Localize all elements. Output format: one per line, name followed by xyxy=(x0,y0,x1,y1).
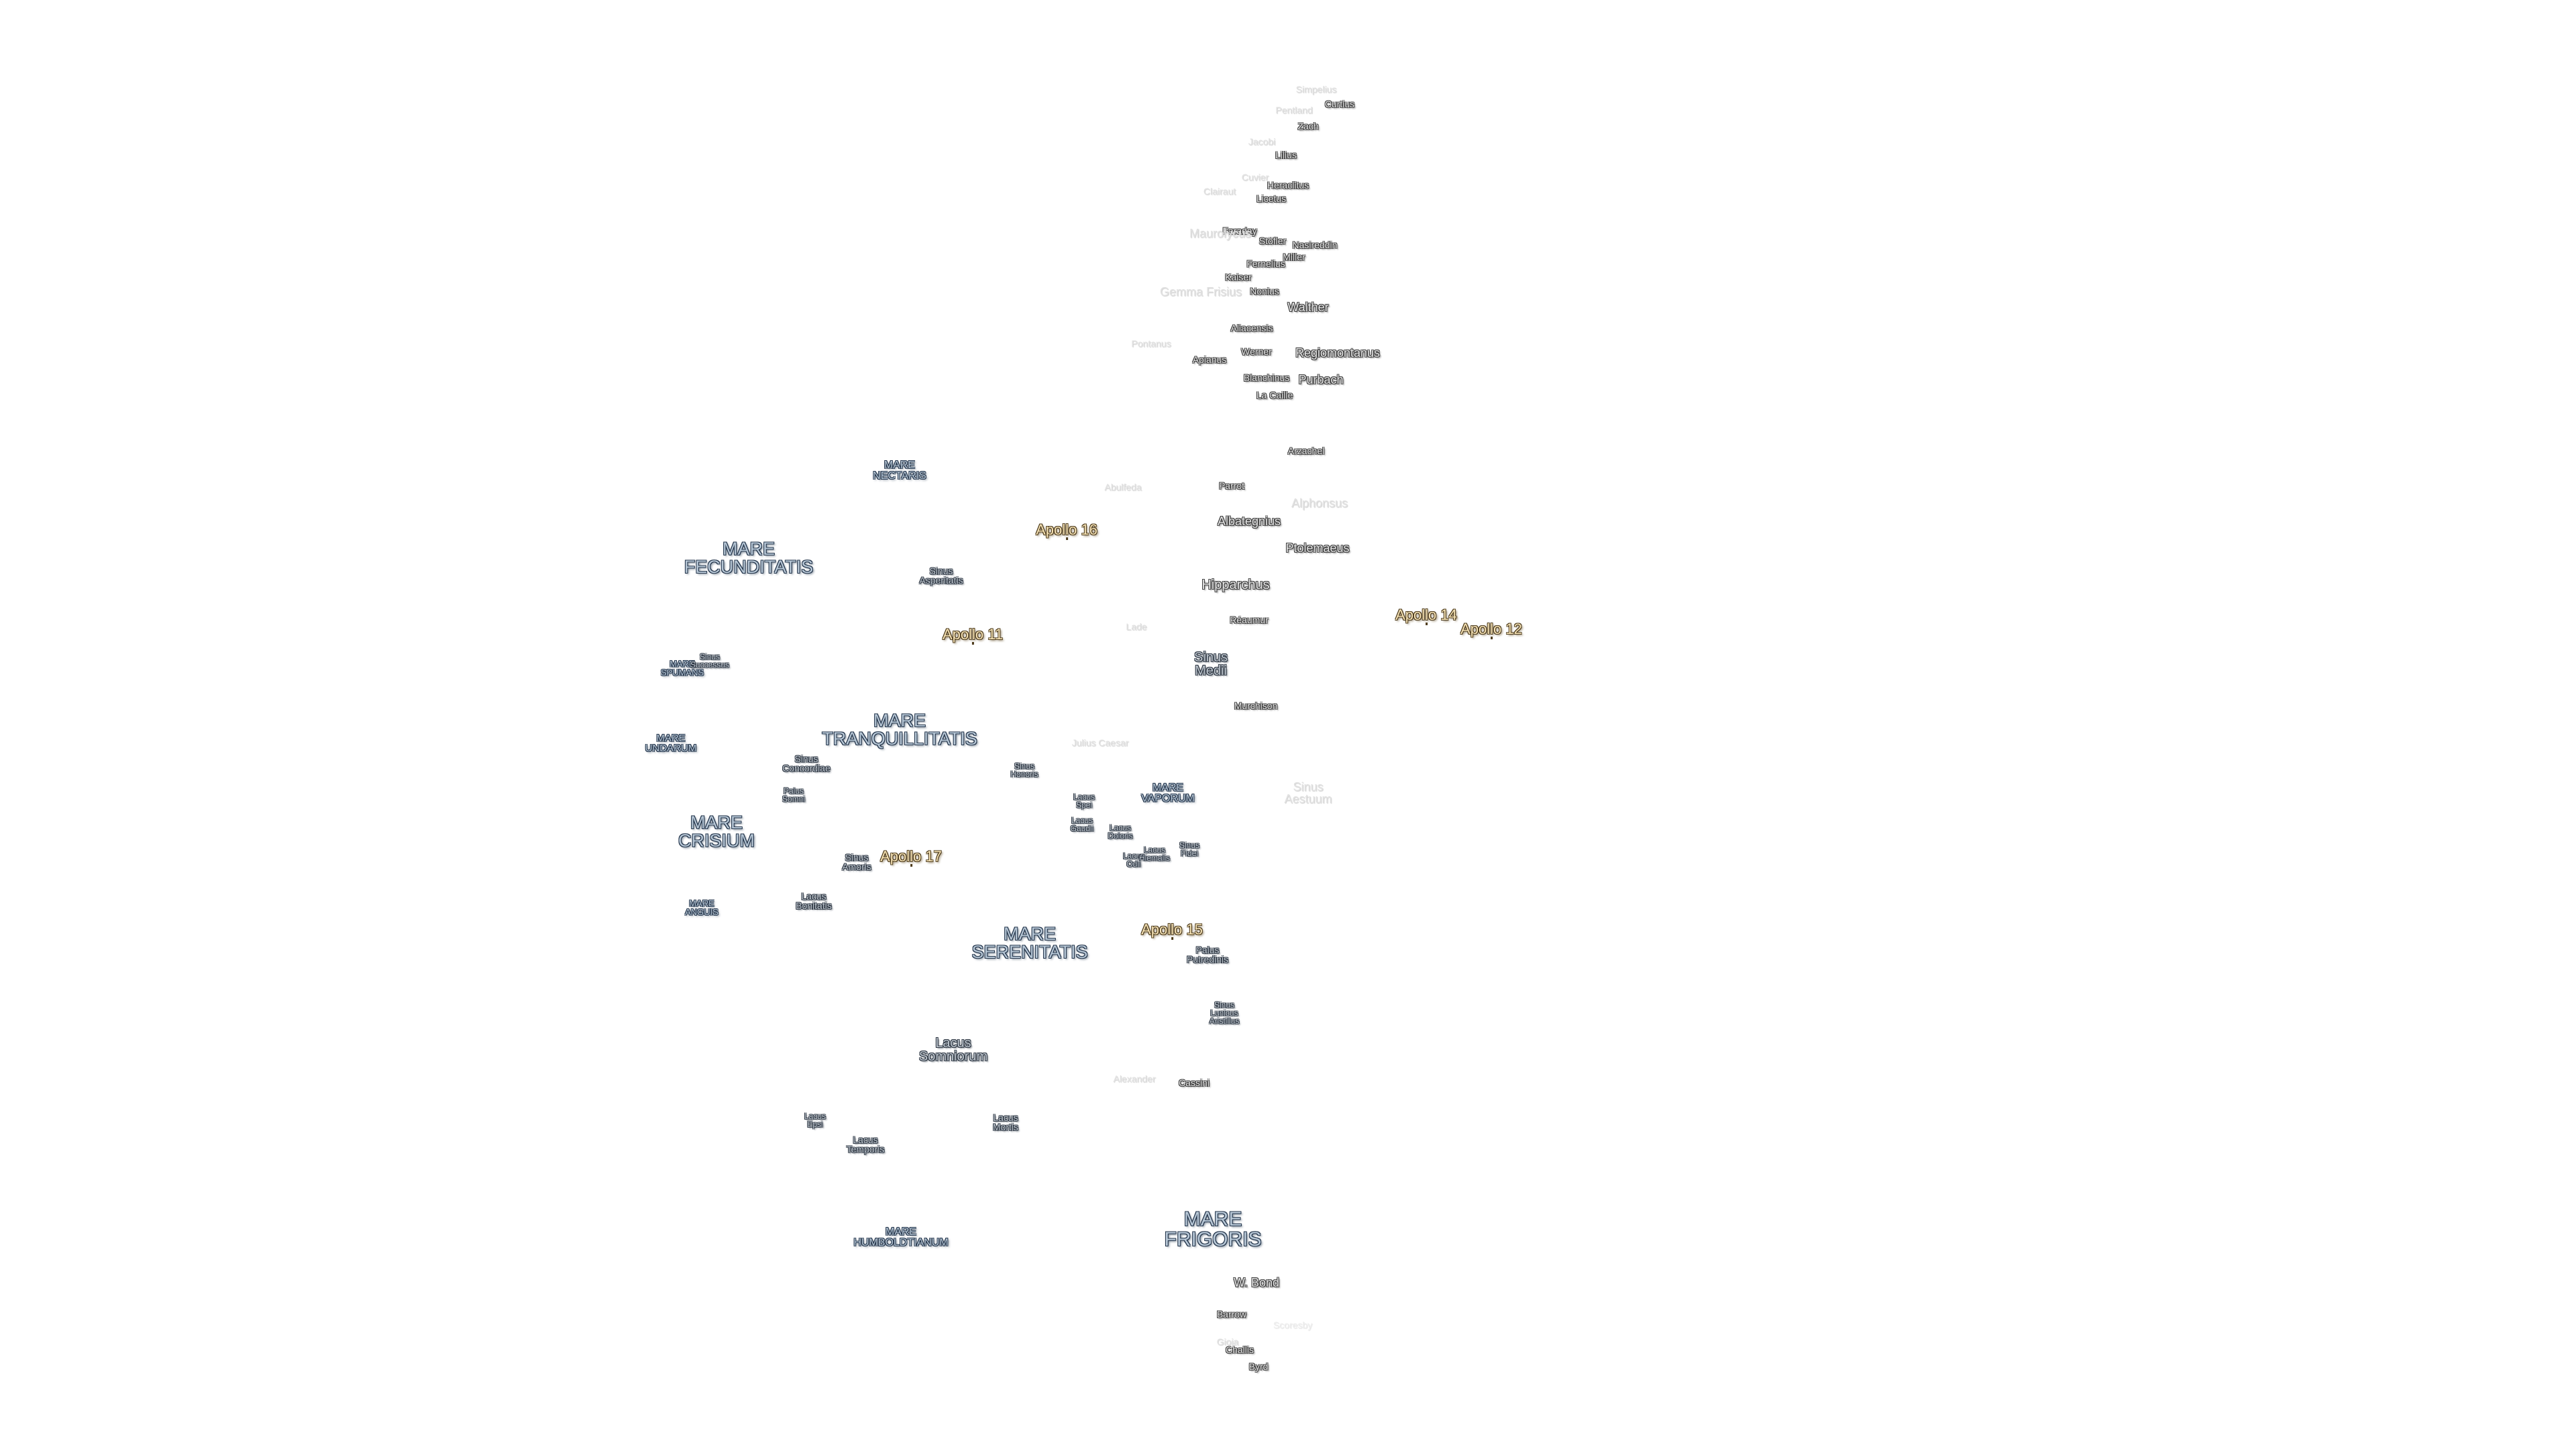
label-mare-frigoris[interactable]: MARE FRIGORIS xyxy=(1164,1208,1262,1250)
label-sinus-lunicus[interactable]: Sinus Lunicus Aristillus xyxy=(1209,1000,1240,1026)
label-crater-aliacensis[interactable]: Aliacensis xyxy=(1230,323,1273,333)
label-crater-challis[interactable]: Challis xyxy=(1225,1344,1254,1355)
label-faint-cuvier[interactable]: Cuvier xyxy=(1241,172,1269,182)
label-crater-purbach[interactable]: Purbach xyxy=(1298,373,1344,386)
label-lacus-mortis[interactable]: Lacus Mortis xyxy=(992,1112,1019,1132)
label-lacus-doloris[interactable]: Lacus Doloris xyxy=(1108,823,1133,841)
label-crater-cassini[interactable]: Cassini xyxy=(1179,1077,1210,1088)
label-faint-lade[interactable]: Lade xyxy=(1126,621,1147,632)
label-mare-tranquillitatis[interactable]: MARE TRANQUILLITATIS xyxy=(822,710,977,749)
label-crater-hipparchus[interactable]: Hipparchus xyxy=(1201,578,1270,592)
label-mare-vaporum[interactable]: MARE VAPORUM xyxy=(1141,782,1195,804)
label-mare-serenitatis[interactable]: MARE SERENITATIS xyxy=(971,924,1088,962)
label-mare-spumans[interactable]: MARE SPUMANS xyxy=(660,659,704,678)
label-mare-fecunditatis[interactable]: MARE FECUNDITATIS xyxy=(684,539,814,577)
label-crater-apianus[interactable]: Apianus xyxy=(1192,354,1227,365)
label-crater-lilius[interactable]: Lilius xyxy=(1275,150,1297,160)
label-crater-byrd[interactable]: Byrd xyxy=(1248,1361,1269,1372)
label-faint-gioja[interactable]: Gioja xyxy=(1216,1336,1239,1347)
label-faint-maurolycus[interactable]: Maurolycus xyxy=(1189,227,1252,240)
label-lacus-temporis[interactable]: Lacus Temporis xyxy=(846,1134,885,1155)
apollo-11-marker[interactable]: Apollo 11 xyxy=(942,626,1004,645)
label-lacus-bonitatis[interactable]: Lacus Bonitatis xyxy=(796,891,832,911)
label-crater-parrot[interactable]: Parrot xyxy=(1218,480,1245,491)
label-faint-gemma-frisius[interactable]: Gemma Frisius xyxy=(1159,285,1242,299)
label-sinus-successus[interactable]: Sinus Successus xyxy=(690,652,730,669)
label-lacus-somniorum[interactable]: Lacus Somniorum xyxy=(918,1036,988,1064)
label-mare-humboldtianum[interactable]: MARE HUMBOLDTIANUM xyxy=(853,1226,949,1248)
label-crater-zach[interactable]: Zach xyxy=(1297,121,1319,131)
label-crater-arzachel[interactable]: Arzachel xyxy=(1287,445,1325,456)
label-faint-clairaut[interactable]: Clairaut xyxy=(1203,186,1236,197)
label-palus-putredinis[interactable]: Palus Putredinis xyxy=(1186,945,1229,965)
label-palus-somni[interactable]: Palus Somni xyxy=(782,786,806,804)
label-sinus-asperitatis[interactable]: Sinus Asperitatis xyxy=(919,566,963,586)
label-sinus-honoris[interactable]: Sinus Honoris xyxy=(1010,761,1038,779)
label-crater-reaumur[interactable]: Réaumur xyxy=(1230,614,1269,625)
label-faint-alphonsus[interactable]: Alphonsus xyxy=(1291,496,1348,510)
label-sinus-amoris[interactable]: Sinus Amoris xyxy=(842,852,871,872)
label-sinus-fidei[interactable]: Sinus Fidei xyxy=(1179,841,1200,858)
label-crater-w-bond[interactable]: W. Bond xyxy=(1233,1276,1280,1289)
label-lacus-odii[interactable]: Lacus Odii xyxy=(1122,851,1145,869)
label-crater-walther[interactable]: Walther xyxy=(1287,301,1329,314)
label-sinus-medii[interactable]: Sinus Medii xyxy=(1193,650,1228,678)
apollo-12-marker[interactable]: Apollo 12 xyxy=(1460,621,1522,639)
label-crater-fernelius[interactable]: Fernelius xyxy=(1246,258,1285,269)
label-mare-anguis[interactable]: MARE ANGUIS xyxy=(685,898,718,917)
label-crater-albategnius[interactable]: Albategnius xyxy=(1217,515,1281,528)
label-faint-simpelius[interactable]: Simpelius xyxy=(1295,84,1337,95)
apollo-17-marker[interactable]: Apollo 17 xyxy=(880,848,942,867)
apollo-15-marker[interactable]: Apollo 15 xyxy=(1141,921,1203,940)
label-crater-nasireddin[interactable]: Nasireddin xyxy=(1292,239,1338,250)
apollo-14-marker[interactable]: Apollo 14 xyxy=(1395,606,1457,625)
label-crater-miller[interactable]: Miller xyxy=(1283,252,1305,262)
label-lacus-spei[interactable]: Lacus Spei xyxy=(1073,792,1095,810)
label-faint-pentland[interactable]: Pentland xyxy=(1275,105,1313,115)
label-faint-scoresby[interactable]: Scoresby xyxy=(1273,1320,1313,1330)
label-faint-abulfeda[interactable]: Abulfeda xyxy=(1104,482,1142,492)
label-lacus-gaudii[interactable]: Lacus Gaudii xyxy=(1070,816,1094,833)
label-mare-crisium[interactable]: MARE CRISIUM xyxy=(678,812,755,851)
label-crater-blanchinus[interactable]: Blanchinus xyxy=(1243,372,1290,383)
label-crater-heraclitus[interactable]: Heraclitus xyxy=(1267,180,1309,191)
label-crater-regiomontanus[interactable]: Regiomontanus xyxy=(1295,346,1381,360)
label-crater-ptolemaeus[interactable]: Ptolemaeus xyxy=(1285,541,1350,555)
label-crater-barrow[interactable]: Barrow xyxy=(1216,1309,1247,1320)
label-crater-werner[interactable]: Werner xyxy=(1241,346,1272,357)
label-faint-pontanus[interactable]: Pontanus xyxy=(1131,338,1171,349)
label-faint-jacobi[interactable]: Jacobi xyxy=(1248,136,1276,147)
label-crater-la-caille[interactable]: La Caille xyxy=(1256,390,1293,400)
label-crater-curtius[interactable]: Curtius xyxy=(1324,99,1355,109)
apollo-16-marker[interactable]: Apollo 16 xyxy=(1036,521,1097,540)
label-crater-nonius[interactable]: Nonius xyxy=(1250,286,1279,297)
label-lacus-hiemalis[interactable]: Lacus Hiemalis xyxy=(1138,845,1171,863)
label-mare-nectaris[interactable]: MARE NECTARIS xyxy=(873,460,926,482)
label-crater-stofler[interactable]: Stöfler xyxy=(1258,235,1287,246)
label-crater-kaiser[interactable]: Kaiser xyxy=(1225,272,1252,282)
label-crater-faraday[interactable]: Faraday xyxy=(1222,225,1257,236)
label-crater-murchison[interactable]: Murchison xyxy=(1234,700,1278,711)
label-sinus-aestuum[interactable]: Sinus Aestuum xyxy=(1284,780,1332,806)
label-crater-licetus[interactable]: Licetus xyxy=(1256,193,1287,204)
label-faint-alexander[interactable]: Alexander xyxy=(1113,1073,1156,1084)
label-lacus-epsi[interactable]: Lacus Epsi xyxy=(804,1112,826,1129)
label-sinus-concordiae[interactable]: Sinus Concordiae xyxy=(782,753,830,773)
label-mare-undarum[interactable]: MARE UNDARUM xyxy=(645,733,697,754)
label-faint-julius-caesar[interactable]: Julius Caesar xyxy=(1071,737,1129,748)
